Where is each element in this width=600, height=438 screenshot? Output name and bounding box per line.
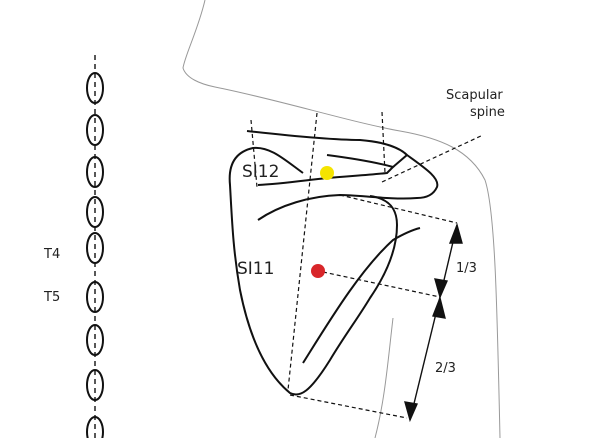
t4-label: T4	[44, 247, 61, 262]
scapula	[228, 130, 439, 396]
scapular-label: Scapular	[446, 88, 503, 103]
si12-point	[320, 166, 334, 180]
vertebrae	[86, 72, 104, 438]
measure-arrows	[404, 222, 463, 423]
vertebra	[86, 196, 104, 228]
arm-line	[374, 317, 394, 438]
vertebra	[86, 416, 104, 438]
acromion-spine-upper	[246, 130, 439, 221]
spine-inner	[257, 154, 395, 186]
lateral-border	[302, 227, 421, 364]
vertebra	[86, 369, 104, 401]
fraction-lower-label: 2/3	[435, 361, 456, 376]
spine-label: spine	[470, 105, 505, 120]
vertebra	[86, 281, 104, 313]
fraction-upper-label: 1/3	[456, 261, 477, 276]
vertebra	[86, 72, 104, 104]
si12-label: SI12	[242, 162, 280, 182]
vertebra	[86, 232, 104, 264]
si11-label: SI11	[237, 259, 275, 279]
si11-point	[311, 264, 325, 278]
t5-label: T5	[44, 290, 61, 305]
vertebra	[86, 324, 104, 356]
vertebra	[86, 156, 104, 188]
guide-lines	[250, 111, 484, 419]
vertebra	[86, 114, 104, 146]
scapula-body	[228, 146, 399, 396]
